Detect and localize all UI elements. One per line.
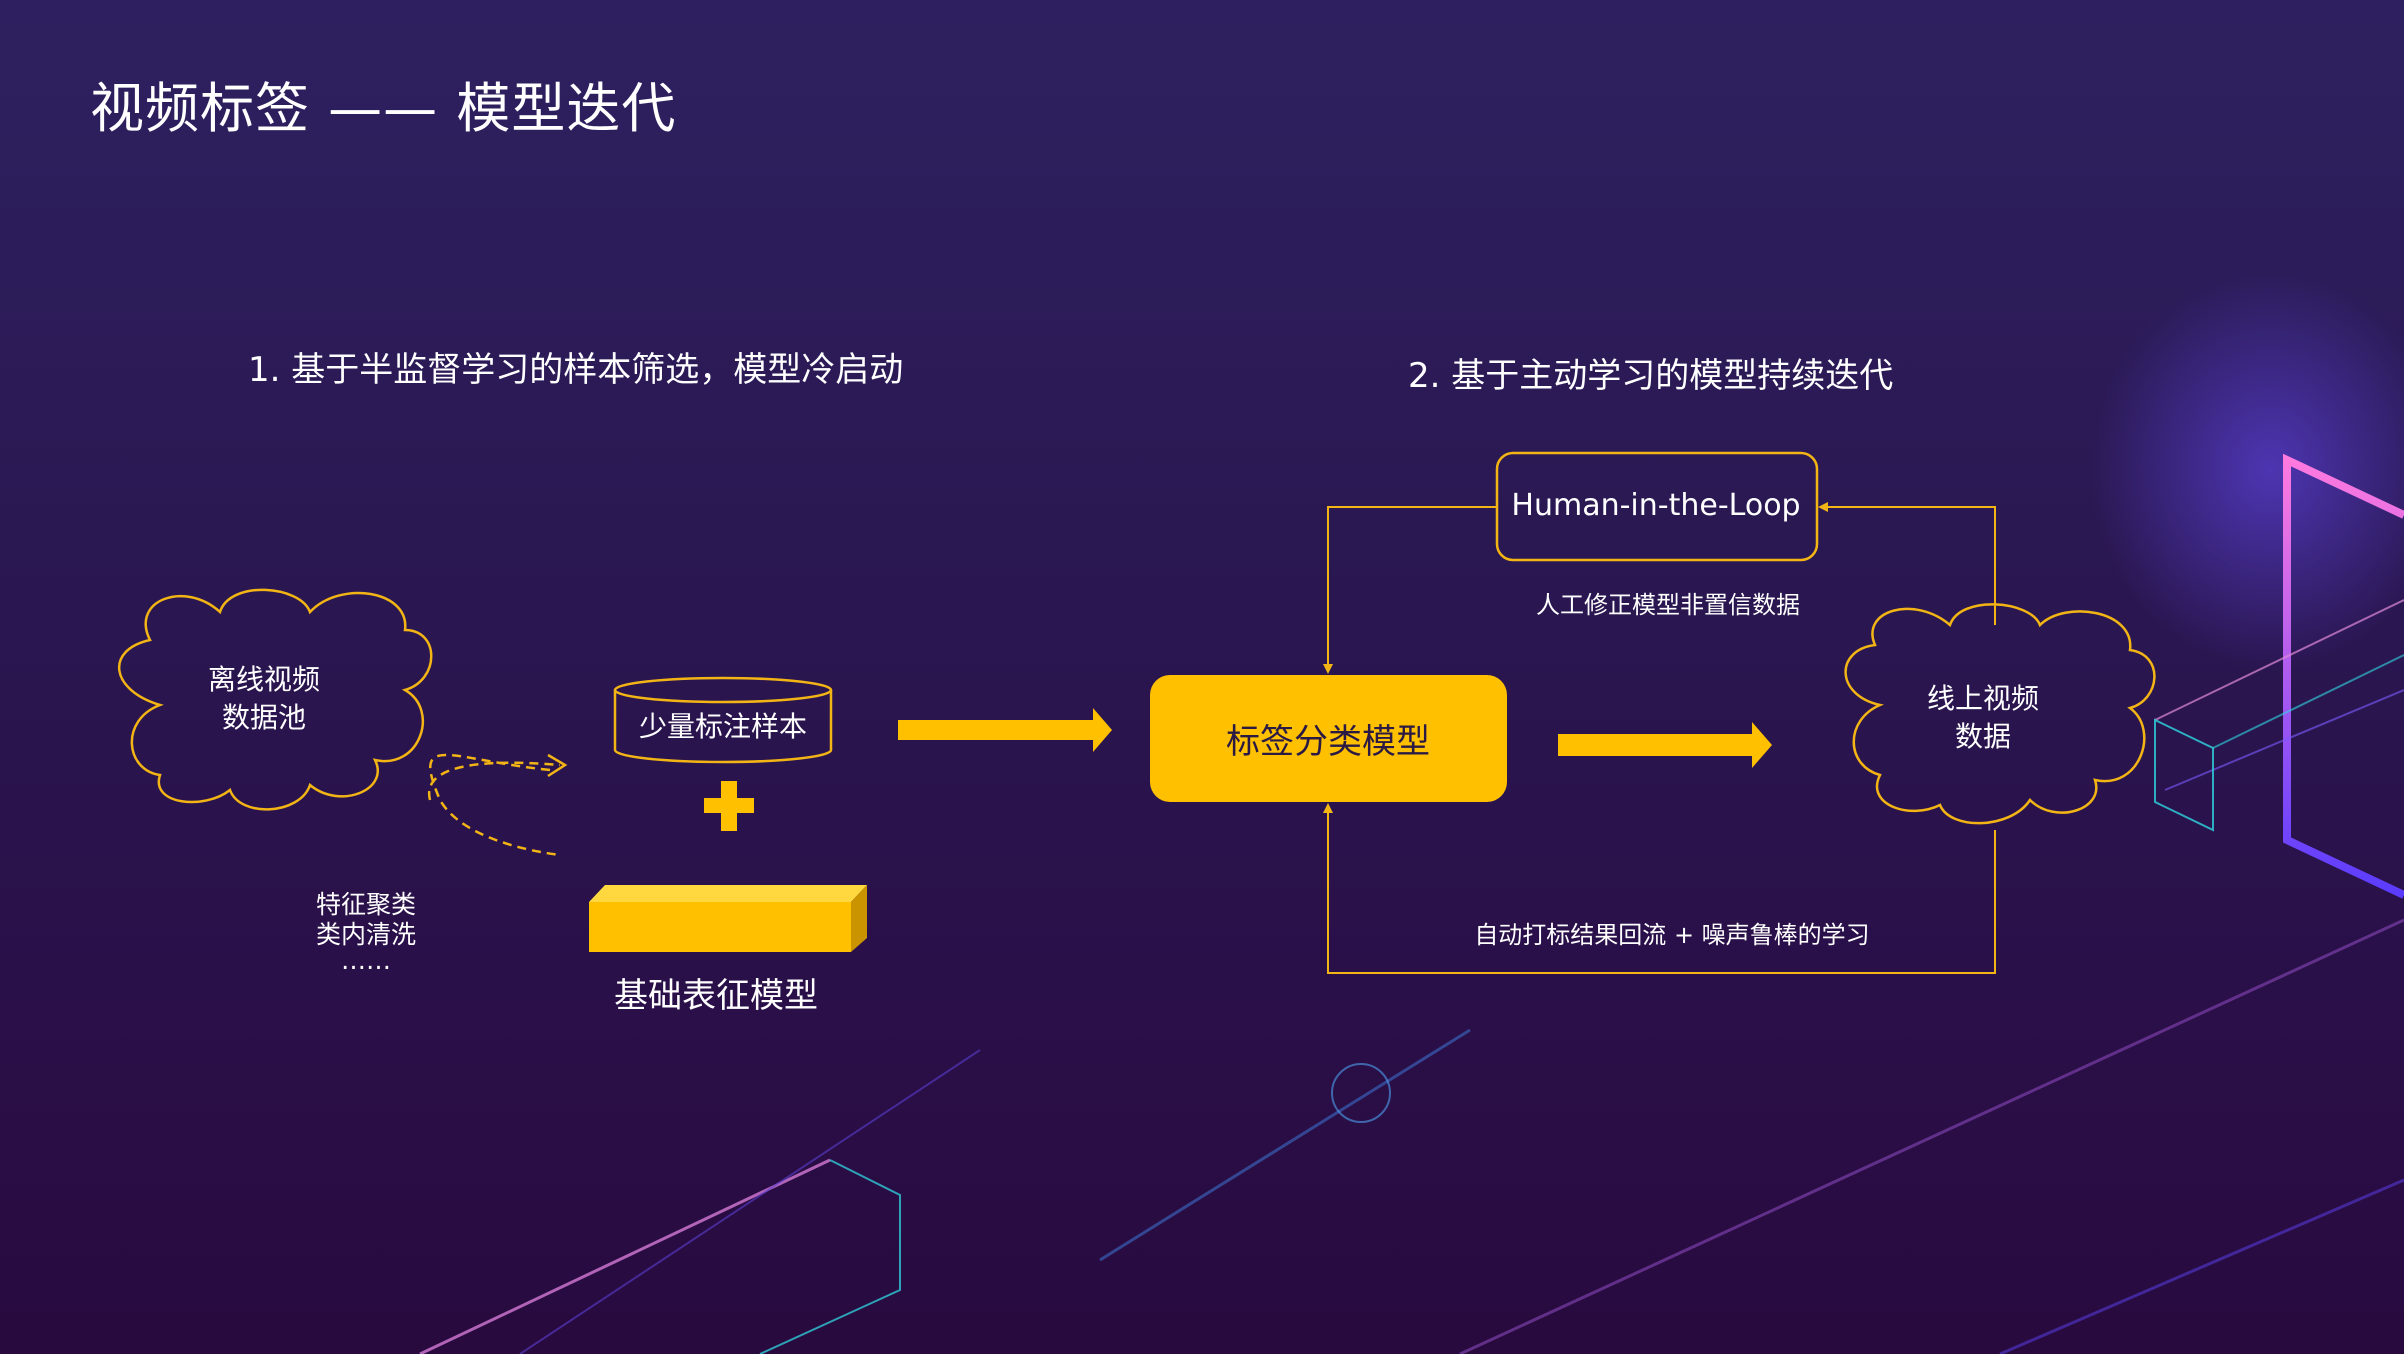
offline-cloud-label-line1: 离线视频 xyxy=(207,663,321,696)
online-to-classifier-line xyxy=(1323,803,1996,974)
cycle-arrowhead-icon xyxy=(547,753,568,778)
feature-note-2: 类内清洗 xyxy=(315,920,417,949)
online-to-hitl-line xyxy=(1818,502,1996,625)
page-title: 视频标签 —— 模型迭代 xyxy=(90,77,677,140)
bottom-caption: 自动打标结果回流 + 噪声鲁棒的学习 xyxy=(1474,921,1870,949)
section1-heading: 1. 基于半监督学习的样本筛选，模型冷启动 xyxy=(248,350,904,390)
online-cloud-icon xyxy=(1844,603,2156,825)
base-model-block-icon xyxy=(589,885,867,952)
online-cloud-label-line1: 线上视频 xyxy=(1926,682,2040,715)
offline-cloud-label-line2: 数据池 xyxy=(221,701,307,734)
classifier-label: 标签分类模型 xyxy=(1226,722,1430,762)
hitl-to-classifier-line xyxy=(1323,506,1497,674)
sample-box-label: 少量标注样本 xyxy=(638,710,808,743)
feature-note-1: 特征聚类 xyxy=(315,890,417,919)
plus-icon xyxy=(704,781,754,831)
arrow-right-icon xyxy=(1558,722,1772,768)
section2-heading: 2. 基于主动学习的模型持续迭代 xyxy=(1408,356,1894,396)
hitl-label: Human-in-the-Loop xyxy=(1511,488,1801,523)
hitl-caption: 人工修正模型非置信数据 xyxy=(1536,591,1800,619)
classifier-box xyxy=(1150,675,1507,802)
sample-cylinder-icon xyxy=(613,676,833,764)
offline-cloud-icon xyxy=(118,588,433,811)
arrow-right-icon xyxy=(898,708,1112,752)
online-cloud-label-line2: 数据 xyxy=(1954,720,2012,753)
dashed-cycle-arrow-icon xyxy=(427,753,561,857)
feature-note-3: …… xyxy=(341,946,391,975)
base-model-label: 基础表征模型 xyxy=(614,976,818,1016)
